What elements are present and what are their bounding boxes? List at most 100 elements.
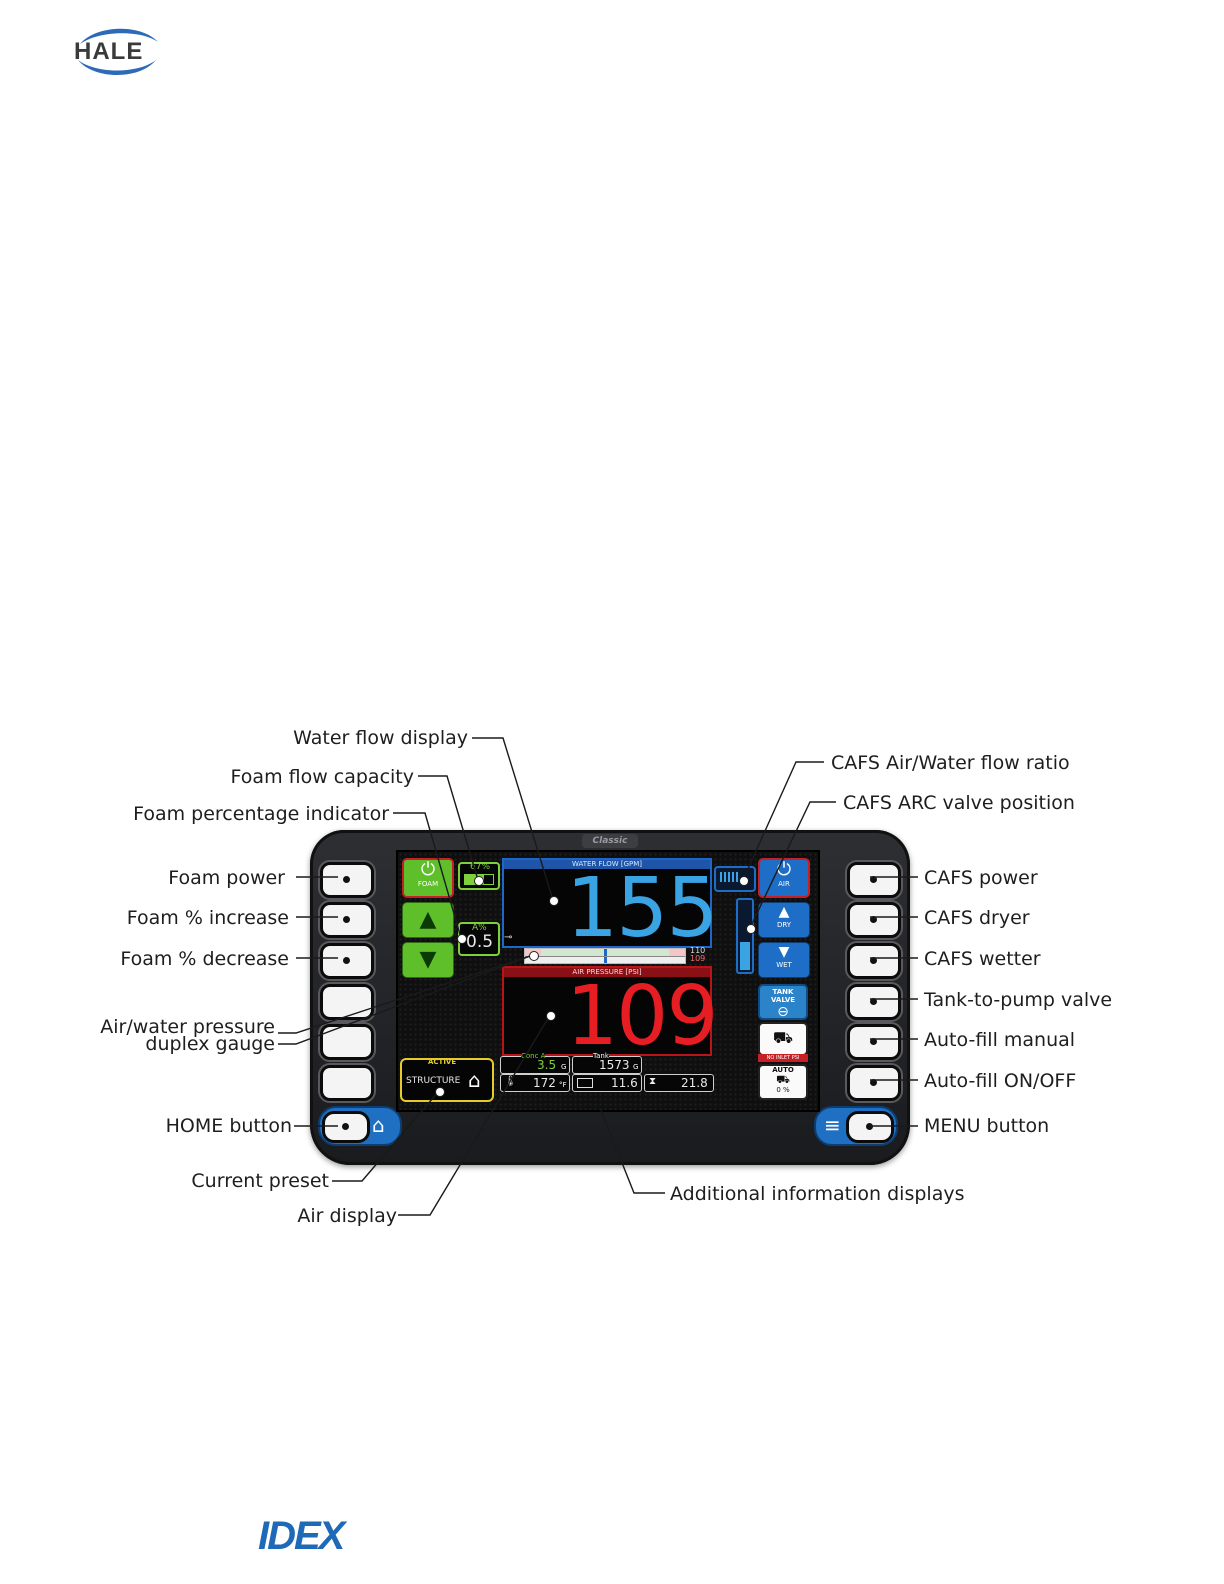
home-icon: ⌂: [372, 1113, 385, 1137]
info-hours: ⧗ 21.8: [644, 1074, 714, 1092]
brand-plate: Classic: [582, 834, 638, 848]
info-water-title: Tank: [593, 1052, 609, 1060]
info-temp-unit: °F: [559, 1081, 567, 1089]
foam-decrease-key[interactable]: [320, 943, 374, 979]
preset-status: ACTIVE: [428, 1058, 457, 1066]
callout-foam-flow-capacity: Foam flow capacity: [230, 766, 414, 788]
menu-icon: ≡: [824, 1113, 841, 1137]
hose-icon: ⊸: [504, 932, 513, 943]
info-foam-a-value: 3.5: [537, 1058, 557, 1072]
marker-foam-pct: [457, 934, 467, 944]
preset-name: STRUCTURE: [406, 1076, 461, 1086]
info-water-tank: Tank 1573 G: [572, 1052, 642, 1074]
marker-air-display: [546, 1011, 556, 1021]
callout-foam-increase: Foam % increase: [126, 907, 289, 929]
structure-fire-icon: ⌂: [468, 1068, 481, 1092]
left-key-6[interactable]: [320, 1065, 374, 1101]
auto-pct: 0 %: [776, 1086, 790, 1094]
auto-label: AUTO: [772, 1066, 794, 1074]
air-pressure-title: AIR PRESSURE [PSI]: [504, 968, 710, 977]
current-preset: ACTIVE STRUCTURE ⌂: [400, 1058, 494, 1102]
info-foam-a: Conc A 3.5 G: [500, 1052, 570, 1074]
autofill-manual-key[interactable]: [847, 1024, 901, 1060]
power-icon: ⏻: [776, 859, 792, 880]
callout-cafs-arc: CAFS ARC valve position: [843, 792, 1075, 814]
callout-tank-to-pump: Tank-to-pump valve: [924, 989, 1113, 1011]
no-inlet-label: NO INLET PSI: [758, 1054, 808, 1062]
arrow-down-icon: ▼: [778, 944, 790, 960]
hale-swoosh-icon: [78, 28, 158, 75]
callout-current-preset: Current preset: [191, 1170, 329, 1192]
callout-cafs-dryer: CAFS dryer: [924, 907, 1030, 929]
water-flow-title: WATER FLOW [GPM]: [504, 860, 710, 869]
marker-foam-capacity: [474, 876, 484, 886]
menu-button[interactable]: ≡: [814, 1106, 898, 1146]
callout-additional-info: Additional information displays: [670, 1183, 965, 1205]
callout-foam-power: Foam power: [168, 867, 285, 889]
tank-to-pump-key[interactable]: [847, 984, 901, 1020]
cafs-power-key[interactable]: [847, 862, 901, 898]
arrow-up-icon: ▲: [778, 904, 790, 920]
left-key-5[interactable]: [320, 1024, 374, 1060]
hourglass-icon: ⧗: [649, 1076, 657, 1087]
callout-cafs-power: CAFS power: [924, 867, 1038, 889]
foam-decrease-softkey[interactable]: ▼: [402, 942, 454, 978]
cafs-ratio-indicator: [714, 866, 756, 892]
gauge-readout-top: 110: [690, 946, 706, 955]
foam-pct-title: A%: [472, 923, 487, 933]
tank-fill-icon: ⛟: [772, 1028, 794, 1047]
cafs-wetter-key[interactable]: [847, 943, 901, 979]
callout-home-button: HOME button: [165, 1115, 292, 1137]
foam-capacity-value: 67%: [470, 862, 491, 872]
autofill-onoff-key[interactable]: [847, 1065, 901, 1101]
cafs-dry-softkey[interactable]: ▲ DRY: [758, 902, 810, 938]
foam-pct-value: 0.5: [466, 932, 494, 952]
info-hours-value: 21.8: [681, 1076, 708, 1090]
wet-label: WET: [776, 961, 792, 969]
info-water-value: 1573: [599, 1058, 630, 1072]
callout-duplex-gauge-line2: duplex gauge: [145, 1033, 275, 1055]
callout-foam-percentage-indicator: Foam percentage indicator: [133, 803, 389, 825]
home-button[interactable]: ⌂: [318, 1106, 402, 1146]
water-flow-display: WATER FLOW [GPM] 155: [502, 858, 719, 950]
cafs-air-softkey[interactable]: ⏻ AIR: [758, 858, 810, 898]
control-panel-device: Classic ⌂ ≡ ⏻ FOAM 67% ▲: [310, 830, 910, 1165]
thermometer-icon: 🌡: [504, 1076, 517, 1087]
callout-water-flow-display: Water flow display: [293, 727, 468, 749]
tank-valve-softkey[interactable]: TANK VALVE ⊖: [758, 984, 808, 1020]
arrow-up-icon: ▲: [419, 907, 437, 932]
dry-label: DRY: [776, 921, 792, 929]
water-flow-value: 155: [566, 861, 719, 956]
left-key-4[interactable]: [320, 984, 374, 1020]
hale-logo-text: HALE: [74, 38, 144, 65]
callout-cafs-ratio: CAFS Air/Water flow ratio: [831, 752, 1070, 774]
power-icon: ⏻: [420, 859, 436, 880]
marker-preset: [435, 1087, 445, 1097]
marker-cafs-arc: [746, 924, 756, 934]
air-label: AIR: [778, 880, 790, 888]
gauge-readout-bottom: 109: [690, 954, 706, 963]
air-display: AIR PRESSURE [PSI] 109: [502, 966, 719, 1058]
autofill-manual-softkey[interactable]: ⛟: [758, 1022, 808, 1056]
callout-autofill-manual: Auto-fill manual: [924, 1029, 1076, 1051]
arrow-down-icon: ▼: [419, 947, 437, 972]
callout-duplex-gauge-line1: Air/water pressure: [100, 1016, 275, 1038]
info-water-unit: G: [633, 1063, 639, 1071]
air-pressure-value: 109: [566, 969, 719, 1064]
valve-icon: ⊖: [777, 1004, 789, 1020]
info-temp-value: 172: [533, 1076, 556, 1090]
info-battery-value: 11.6: [611, 1076, 638, 1090]
foam-power-softkey[interactable]: ⏻ FOAM: [402, 858, 454, 898]
foam-power-key[interactable]: [320, 862, 374, 898]
tank-valve-label: TANK VALVE: [770, 988, 796, 1004]
hale-logo: HALE: [72, 22, 162, 82]
foam-increase-key[interactable]: [320, 902, 374, 938]
cafs-arc-valve-position: [736, 898, 754, 974]
marker-water-flow: [549, 896, 559, 906]
foam-increase-softkey[interactable]: ▲: [402, 902, 454, 938]
battery-icon: [577, 1078, 593, 1088]
cafs-wet-softkey[interactable]: ▼ WET: [758, 942, 810, 978]
callout-foam-decrease: Foam % decrease: [120, 948, 289, 970]
cafs-dryer-key[interactable]: [847, 902, 901, 938]
autofill-onoff-softkey[interactable]: AUTO ⛟ 0 %: [758, 1064, 808, 1100]
